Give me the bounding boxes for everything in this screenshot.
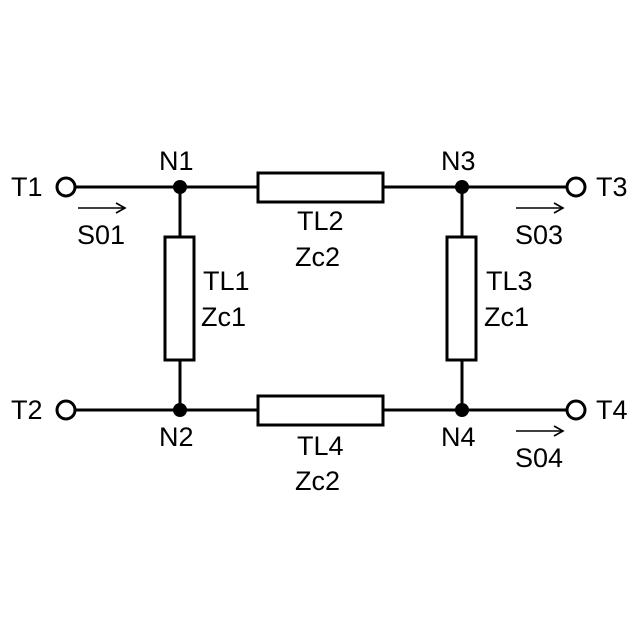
terminal-t2 [57,401,75,419]
tl1-box [165,237,194,360]
signal-s04-label: S04 [515,443,563,473]
node-n4-dot [455,403,469,417]
terminal-t3-label: T3 [596,172,628,202]
node-n3-label: N3 [441,146,476,176]
node-n1-dot [173,180,187,194]
terminal-t3 [567,178,585,196]
signal-s01-label: S01 [77,220,125,250]
tl4-name-label: TL4 [297,431,344,461]
tl3-impedance-label: Zc1 [484,302,529,332]
tl2-impedance-label: Zc2 [295,242,340,272]
terminal-t4-label: T4 [596,395,628,425]
signal-s04-arrow-icon [516,426,563,436]
signal-s03-label: S03 [515,220,563,250]
node-n2-label: N2 [159,422,194,452]
terminal-t1 [57,178,75,196]
terminal-t2-label: T2 [11,395,43,425]
tl3-box [447,237,476,360]
tl2-box [258,173,383,202]
signal-s01-arrow-icon [78,203,125,213]
node-n1-label: N1 [159,146,194,176]
node-n3-dot [455,180,469,194]
node-n2-dot [173,403,187,417]
tl1-impedance-label: Zc1 [201,302,246,332]
node-n4-label: N4 [441,422,476,452]
tl3-name-label: TL3 [486,266,533,296]
tl2-name-label: TL2 [297,206,344,236]
tl4-box [258,396,383,425]
tl4-impedance-label: Zc2 [295,466,340,496]
signal-s03-arrow-icon [516,203,563,213]
terminal-t1-label: T1 [11,172,43,202]
tl1-name-label: TL1 [203,266,250,296]
terminal-t4 [567,401,585,419]
